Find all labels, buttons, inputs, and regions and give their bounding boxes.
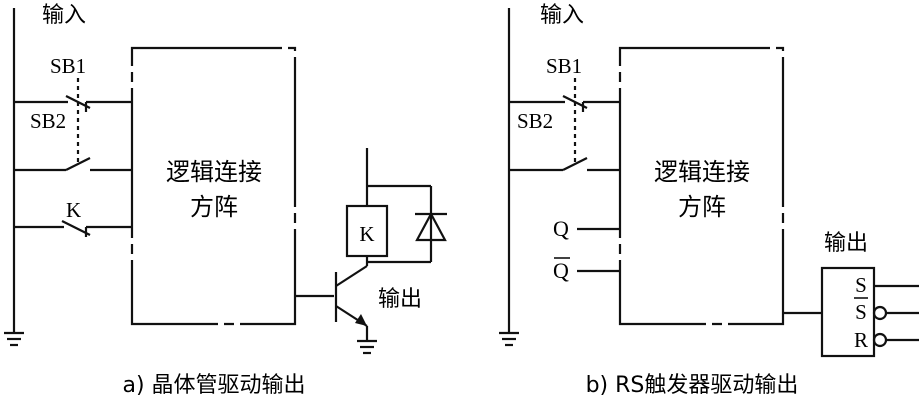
left-logic-label-line2: 方阵 [190, 193, 238, 221]
left-rail-ground-icon [4, 331, 24, 347]
left-diagram: 输入 SB1 SB2 K [4, 3, 447, 398]
right-output-label: 输出 [824, 231, 868, 256]
right-logic-matrix-block [618, 46, 785, 326]
ff-pin-r-label: R [854, 328, 868, 352]
ff-pin-s-bar-inverter-icon [872, 305, 888, 321]
left-k-contact [14, 220, 132, 237]
left-sb1-label: SB1 [50, 54, 86, 78]
left-logic-label-line1: 逻辑连接 [166, 158, 262, 186]
left-sb2-contact [14, 157, 132, 172]
right-logic-label-line2: 方阵 [678, 193, 726, 221]
right-sb1-contact [509, 95, 620, 112]
right-sb1-label: SB1 [546, 54, 582, 78]
ff-pin-s-bar-label: S [855, 300, 867, 324]
left-transistor-icon [334, 265, 368, 327]
right-q-bar-label: Q [553, 258, 569, 283]
left-relay-label: K [359, 222, 374, 246]
left-input-label: 输入 [42, 3, 86, 28]
right-caption: b) RS触发器驱动输出 [586, 373, 799, 398]
ff-pin-r-inverter-icon [872, 332, 888, 348]
right-q-label: Q [553, 216, 569, 241]
ff-pin-s-label: S [855, 273, 867, 297]
left-caption: a) 晶体管驱动输出 [122, 373, 305, 398]
left-sb2-label: SB2 [30, 109, 66, 133]
right-sb2-contact [509, 157, 620, 172]
left-diode-icon [415, 186, 447, 262]
left-k-contact-label: K [66, 198, 81, 222]
right-logic-label-line1: 逻辑连接 [654, 158, 750, 186]
right-sb2-label: SB2 [517, 109, 553, 133]
left-logic-matrix-block [130, 46, 297, 326]
right-input-label: 输入 [540, 3, 584, 28]
right-rail-ground-icon [499, 331, 519, 347]
left-output-label: 输出 [378, 287, 422, 312]
left-emitter-ground-icon [357, 339, 377, 355]
left-sb1-contact [14, 95, 132, 112]
right-diagram: 输入 SB1 SB2 Q Q 逻辑连接 方阵 [499, 3, 919, 398]
